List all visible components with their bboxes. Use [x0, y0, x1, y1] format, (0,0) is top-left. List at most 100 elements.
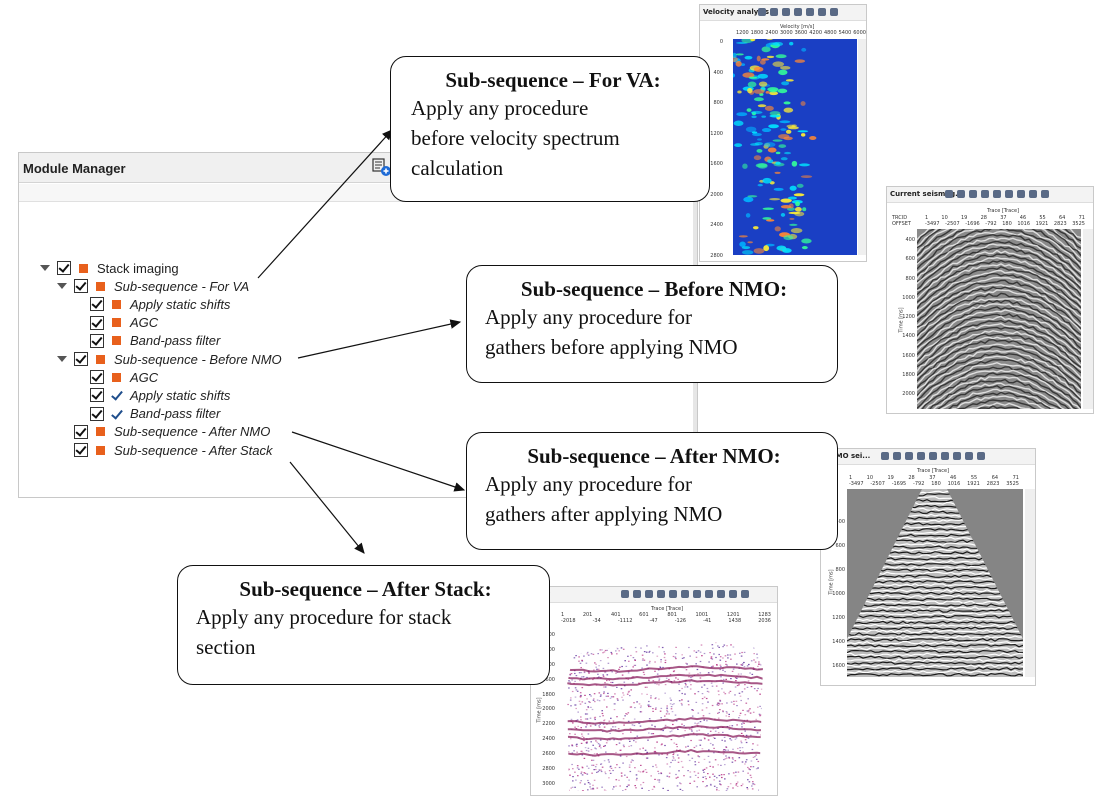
- stack-speckle: [760, 636, 762, 637]
- comment-icon[interactable]: [1029, 190, 1037, 198]
- pan-icon[interactable]: [794, 8, 802, 16]
- tree-row[interactable]: AGC: [90, 314, 158, 332]
- current-scrollbar[interactable]: [1083, 229, 1093, 409]
- tree-row[interactable]: Band-pass filter: [90, 405, 220, 423]
- after-nmo-scrollbar[interactable]: [1025, 489, 1035, 677]
- layers-icon[interactable]: [929, 452, 937, 460]
- stack-speckle: [606, 706, 608, 708]
- current-seismogram-plot[interactable]: [917, 229, 1081, 409]
- crosshair-icon[interactable]: [818, 8, 826, 16]
- stack-y-tick: 2600: [542, 751, 555, 758]
- grid-icon[interactable]: [1005, 190, 1013, 198]
- expand-caret-icon[interactable]: [56, 353, 68, 365]
- stack-speckle: [568, 680, 570, 682]
- velocity-scrollbar[interactable]: [858, 39, 866, 255]
- module-checkbox[interactable]: [90, 370, 104, 385]
- tree-row[interactable]: AGC: [90, 368, 158, 386]
- velocity-spectrum-plot[interactable]: [733, 39, 857, 255]
- tree-row[interactable]: Apply static shifts: [90, 386, 230, 404]
- module-checkbox[interactable]: [74, 352, 88, 366]
- zoom-icon[interactable]: [969, 190, 977, 198]
- zoom-icon[interactable]: [645, 590, 653, 598]
- grid-icon[interactable]: [681, 590, 689, 598]
- after-nmo-plot[interactable]: [847, 489, 1023, 677]
- crosshair-icon[interactable]: [693, 590, 701, 598]
- tree-row[interactable]: Sub-sequence - For VA: [56, 277, 249, 295]
- grid-icon[interactable]: [941, 452, 949, 460]
- module-checkbox[interactable]: [90, 315, 104, 330]
- stack-speckle: [705, 636, 707, 637]
- picking-icon[interactable]: [633, 590, 641, 598]
- current-y-tick: 1800: [902, 371, 915, 378]
- stack-speckle: [676, 785, 679, 787]
- callout-for-va-title: Sub-sequence – For VA:: [445, 68, 661, 92]
- settings-icon[interactable]: [621, 590, 629, 598]
- zoom-icon[interactable]: [782, 8, 790, 16]
- stack-speckle: [564, 741, 566, 742]
- expand-caret-icon[interactable]: [39, 262, 51, 274]
- settings-icon[interactable]: [881, 452, 889, 460]
- stack-section-plot[interactable]: [559, 625, 769, 791]
- module-checkbox[interactable]: [74, 279, 88, 294]
- crosshair-icon[interactable]: [953, 452, 961, 460]
- layers-icon[interactable]: [669, 590, 677, 598]
- pan-icon[interactable]: [657, 590, 665, 598]
- module-checkbox[interactable]: [90, 406, 104, 421]
- help-icon[interactable]: [717, 590, 725, 598]
- pan-icon[interactable]: [981, 190, 989, 198]
- stack-speckle: [720, 784, 722, 786]
- gather-event: [977, 405, 1021, 409]
- expand-caret-icon[interactable]: [56, 280, 68, 292]
- tree-row[interactable]: Sub-sequence - After NMO: [56, 423, 270, 441]
- export-icon[interactable]: [1041, 190, 1049, 198]
- stack-speckle: [634, 767, 636, 769]
- stack-reflector: [567, 749, 763, 757]
- picking-icon[interactable]: [770, 8, 778, 16]
- stack-speckle: [683, 657, 685, 659]
- comment-icon[interactable]: [830, 8, 838, 16]
- tree-row[interactable]: Band-pass filter: [90, 332, 220, 350]
- stack-speckle: [603, 720, 605, 722]
- comment-icon[interactable]: [729, 590, 737, 598]
- module-checkbox[interactable]: [57, 261, 71, 275]
- tree-row[interactable]: Stack imaging: [39, 259, 179, 277]
- stack-speckle: [578, 660, 580, 662]
- picking-icon[interactable]: [893, 452, 901, 460]
- zoom-icon[interactable]: [905, 452, 913, 460]
- velocity-energy-blob: [801, 246, 808, 250]
- stack-speckle: [640, 647, 642, 649]
- module-checkbox[interactable]: [74, 443, 88, 457]
- pan-icon[interactable]: [917, 452, 925, 460]
- velocity-energy-blob: [759, 59, 766, 65]
- layers-icon[interactable]: [993, 190, 1001, 198]
- nmo-event: [847, 667, 1023, 671]
- export-icon[interactable]: [977, 452, 985, 460]
- stack-speckle: [627, 630, 629, 631]
- stack-speckle: [734, 627, 736, 628]
- picking-icon[interactable]: [957, 190, 965, 198]
- tree-row[interactable]: Sub-sequence - Before NMO: [56, 350, 282, 368]
- stack-speckle: [723, 644, 726, 646]
- stack-speckle: [759, 705, 761, 707]
- stack-speckle: [580, 672, 583, 674]
- layers-icon[interactable]: [806, 8, 814, 16]
- settings-icon[interactable]: [758, 8, 766, 16]
- module-checkbox[interactable]: [74, 424, 88, 439]
- image-icon[interactable]: [741, 590, 749, 598]
- stack-speckle: [708, 661, 710, 663]
- tree-row[interactable]: Apply static shifts: [90, 295, 230, 313]
- stack-speckle: [684, 631, 686, 632]
- stack-speckle: [622, 744, 625, 746]
- export-icon[interactable]: [705, 590, 713, 598]
- tree-row[interactable]: Sub-sequence - After Stack: [56, 441, 273, 459]
- stack-speckle: [666, 711, 669, 713]
- crosshair-icon[interactable]: [1017, 190, 1025, 198]
- settings-icon[interactable]: [945, 190, 953, 198]
- stack-speckle: [680, 702, 683, 705]
- stack-speckle: [684, 682, 687, 684]
- module-checkbox[interactable]: [90, 333, 104, 348]
- comment-icon[interactable]: [965, 452, 973, 460]
- module-checkbox[interactable]: [90, 388, 104, 403]
- stack-speckle: [562, 661, 564, 662]
- module-checkbox[interactable]: [90, 297, 104, 312]
